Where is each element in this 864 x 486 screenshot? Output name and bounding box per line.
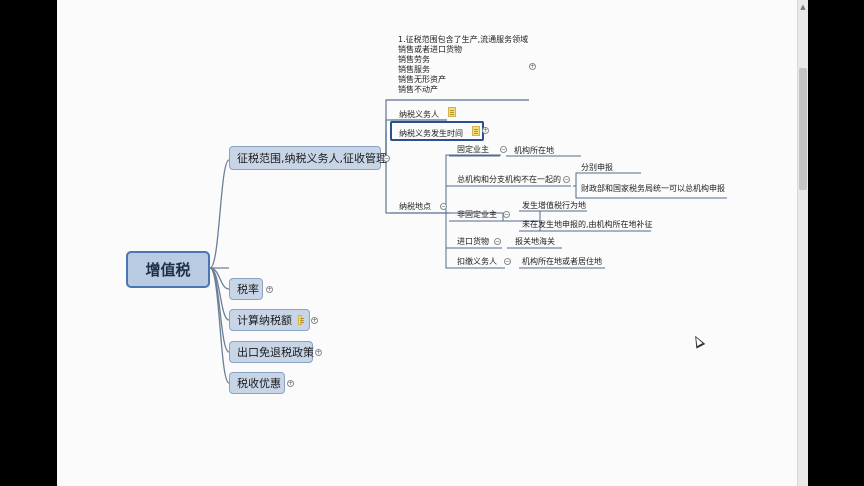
- scope-line: 销售或者进口货物: [398, 45, 462, 54]
- subtopic-label: 纳税义务发生时间: [399, 129, 463, 138]
- note-icon[interactable]: [471, 126, 480, 136]
- scope-line: 销售不动产: [398, 85, 438, 94]
- collapse-toggle-icon[interactable]: −: [494, 238, 501, 245]
- expand-toggle-icon[interactable]: +: [529, 63, 536, 70]
- leaf-label: 财政部和国家税务局统一可以总机构申报: [581, 184, 725, 193]
- collapse-toggle-icon[interactable]: −: [500, 146, 507, 153]
- leaf-label: 机构所在地: [514, 146, 554, 155]
- note-icon[interactable]: [447, 107, 456, 117]
- branch-withholding-agent[interactable]: 扣缴义务人: [457, 257, 497, 267]
- branch-label: 非固定业主: [457, 210, 497, 219]
- scope-line: 销售劳务: [398, 55, 430, 64]
- root-topic-label: 增值税: [145, 261, 191, 279]
- topic-label: 计算纳税额: [237, 314, 292, 327]
- collapse-toggle-icon[interactable]: −: [503, 211, 510, 218]
- branch-label: 扣缴义务人: [457, 257, 497, 266]
- scope-line: 销售服务: [398, 65, 430, 74]
- subtopic-label: 纳税义务人: [399, 110, 439, 119]
- topic-label: 征税范围,纳税义务人,征收管理: [237, 152, 387, 165]
- leaf-label: 未在发生地申报的,由机构所在地补征: [522, 220, 653, 229]
- topic-calculate-tax[interactable]: 计算纳税额: [229, 309, 310, 331]
- leaf-hq-filing[interactable]: 财政部和国家税务局统一可以总机构申报: [581, 184, 725, 194]
- topic-scope-taxpayer-admin[interactable]: 征税范围,纳税义务人,征收管理: [229, 146, 387, 170]
- leaf-label: 报关地海关: [515, 237, 555, 246]
- leaf-customs[interactable]: 报关地海关: [515, 237, 555, 247]
- collapse-toggle-icon[interactable]: −: [504, 258, 511, 265]
- scope-line: 1.征税范围包含了生产,流通服务领域: [398, 35, 529, 44]
- scrollbar-thumb[interactable]: [799, 68, 807, 190]
- topic-label: 税率: [237, 283, 259, 296]
- vertical-scrollbar[interactable]: ▲: [797, 0, 808, 486]
- branch-label: 总机构和分支机构不在一起的: [457, 175, 561, 184]
- leaf-label: 发生增值税行为地: [522, 201, 586, 210]
- window-frame-right: [808, 0, 864, 486]
- expand-toggle-icon[interactable]: +: [266, 286, 273, 293]
- leaf-residence-location[interactable]: 机构所在地或者居住地: [522, 257, 602, 267]
- branch-label: 进口货物: [457, 237, 489, 246]
- root-topic[interactable]: 增值税: [126, 251, 210, 288]
- topic-tax-incentives[interactable]: 税收优惠: [229, 372, 285, 394]
- collapse-toggle-icon[interactable]: −: [563, 176, 570, 183]
- leaf-separate-filing[interactable]: 分别申报: [581, 163, 613, 173]
- branch-fixed-owner[interactable]: 固定业主: [457, 145, 489, 155]
- topic-label: 税收优惠: [237, 377, 281, 390]
- subtopic-taxpayer[interactable]: 纳税义务人: [399, 107, 456, 120]
- leaf-institution-location[interactable]: 机构所在地: [514, 146, 554, 156]
- expand-toggle-icon[interactable]: +: [287, 380, 294, 387]
- branch-non-fixed-owner[interactable]: 非固定业主: [457, 210, 497, 220]
- subtopic-tax-location[interactable]: 纳税地点: [399, 202, 431, 212]
- expand-toggle-icon[interactable]: +: [315, 349, 322, 356]
- scroll-up-icon[interactable]: ▲: [800, 3, 806, 11]
- topic-tax-rate[interactable]: 税率: [229, 278, 263, 300]
- leaf-taxable-act-location[interactable]: 发生增值税行为地: [522, 201, 586, 211]
- collapse-toggle-icon[interactable]: −: [383, 155, 390, 162]
- subtopic-label: 纳税地点: [399, 202, 431, 211]
- leaf-supplementary-collection[interactable]: 未在发生地申报的,由机构所在地补征: [522, 220, 653, 230]
- leaf-label: 机构所在地或者居住地: [522, 257, 602, 266]
- branch-hq-branch[interactable]: 总机构和分支机构不在一起的: [457, 175, 561, 185]
- topic-label: 出口免退税政策: [237, 346, 314, 359]
- expand-toggle-icon[interactable]: +: [482, 127, 489, 134]
- leaf-label: 分别申报: [581, 163, 613, 172]
- branch-imported-goods[interactable]: 进口货物: [457, 237, 489, 247]
- note-icon[interactable]: [298, 315, 304, 325]
- scope-line: 销售无形资产: [398, 75, 446, 84]
- subtopic-obligation-time[interactable]: 纳税义务发生时间: [399, 126, 480, 139]
- topic-export-refund[interactable]: 出口免退税政策: [229, 341, 314, 363]
- expand-toggle-icon[interactable]: +: [311, 317, 318, 324]
- mindmap-canvas[interactable]: 增值税 征税范围,纳税义务人,征收管理 − 税率 + 计算纳税额 + 出口免退税…: [57, 0, 797, 486]
- collapse-toggle-icon[interactable]: −: [440, 203, 447, 210]
- branch-label: 固定业主: [457, 145, 489, 154]
- scope-note[interactable]: 1.征税范围包含了生产,流通服务领域 销售或者进口货物 销售劳务 销售服务 销售…: [398, 35, 528, 95]
